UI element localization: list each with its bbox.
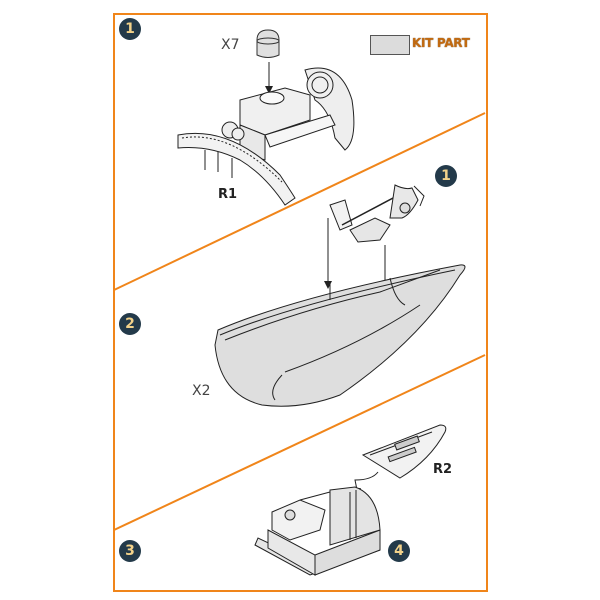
step-badge-1: 1 bbox=[119, 18, 141, 40]
instruction-frame bbox=[113, 13, 488, 592]
part-label-r1: R1 bbox=[218, 187, 238, 202]
quantity-label-x7: X7 bbox=[221, 37, 240, 53]
subassembly-1-icon bbox=[329, 184, 425, 243]
section-divider-2 bbox=[113, 354, 486, 531]
section-divider-1 bbox=[113, 112, 486, 291]
step-badge-reference-4: 4 bbox=[388, 540, 410, 562]
r2-part-icon bbox=[361, 424, 447, 479]
cockpit-tub-assembly-icon bbox=[254, 486, 381, 576]
step-badge-reference-1: 1 bbox=[435, 165, 457, 187]
arrow-head-icon bbox=[265, 86, 273, 94]
hull-half-shell-icon bbox=[214, 264, 466, 407]
arrow-line-icon bbox=[354, 471, 379, 491]
kit-part-label: KIT PART bbox=[412, 36, 470, 50]
cap-part-icon bbox=[256, 29, 280, 58]
r1-assembly-icon bbox=[177, 67, 355, 206]
step-badge-2: 2 bbox=[119, 313, 141, 335]
step-badge-3: 3 bbox=[119, 540, 141, 562]
kit-part-swatch bbox=[370, 35, 410, 55]
part-label-r2: R2 bbox=[433, 462, 453, 477]
arrow-head-icon bbox=[324, 281, 332, 289]
quantity-label-x2: X2 bbox=[192, 383, 211, 399]
